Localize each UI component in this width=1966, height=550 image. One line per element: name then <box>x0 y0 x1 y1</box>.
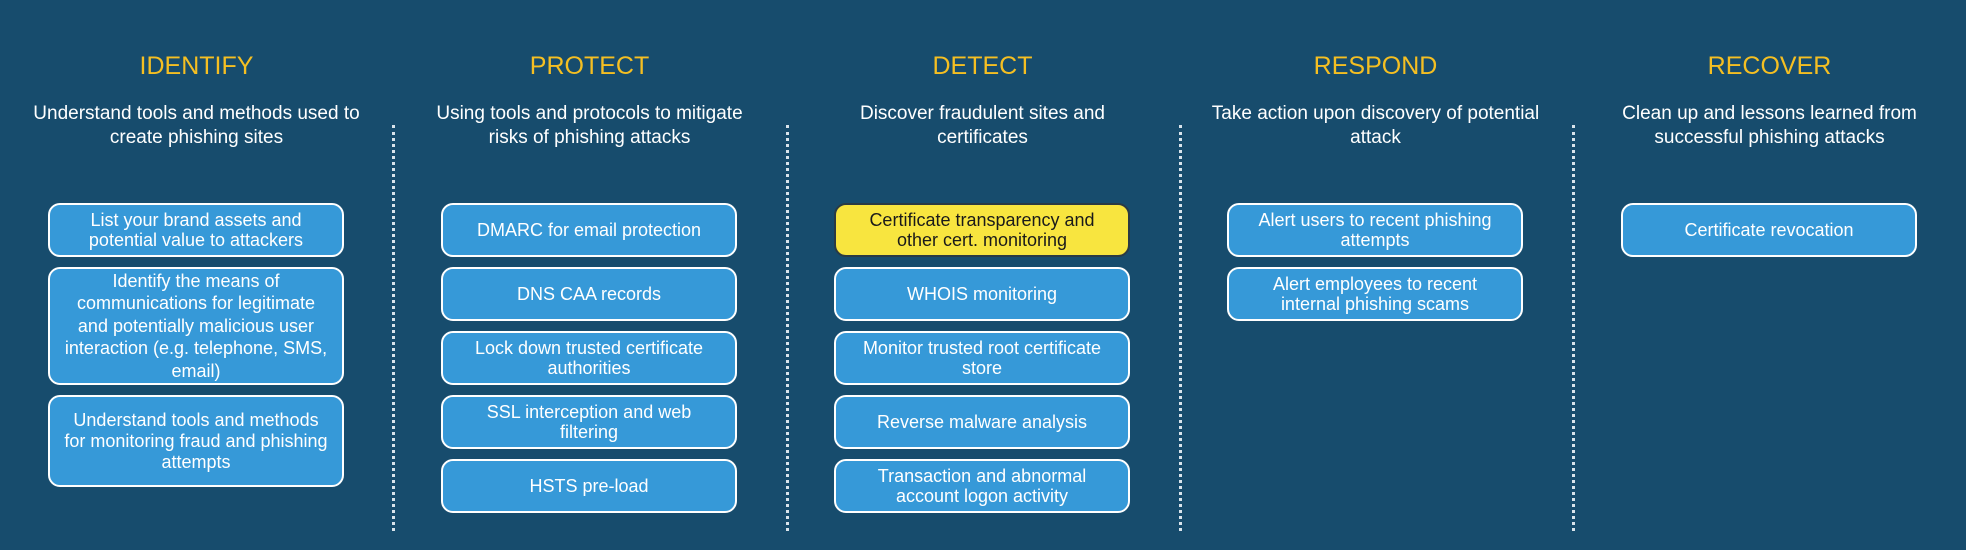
column-divider <box>1179 125 1182 531</box>
column-recover: RECOVER Clean up and lessons learned fro… <box>1573 0 1966 550</box>
item-box: Identify the means of communications for… <box>48 267 344 385</box>
item-list: Certificate transparency and other cert.… <box>834 203 1130 523</box>
item-box: Reverse malware analysis <box>834 395 1130 449</box>
item-box: SSL interception and web filtering <box>441 395 737 449</box>
column-title: PROTECT <box>529 52 650 80</box>
column-description: Discover fraudulent sites and certificat… <box>859 103 1105 148</box>
column-divider <box>1572 125 1575 531</box>
item-list: Alert users to recent phishing attempts … <box>1227 203 1523 331</box>
item-box: Alert employees to recent internal phish… <box>1227 267 1523 321</box>
column-divider <box>786 125 789 531</box>
column-detect: DETECT Discover fraudulent sites and cer… <box>786 0 1179 550</box>
column-identify: IDENTIFY Understand tools and methods us… <box>0 0 393 550</box>
column-description: Clean up and lessons learned from succes… <box>1622 103 1917 148</box>
item-box: HSTS pre-load <box>441 459 737 513</box>
item-box: Alert users to recent phishing attempts <box>1227 203 1523 257</box>
item-list: Certificate revocation <box>1621 203 1917 267</box>
item-box: DMARC for email protection <box>441 203 737 257</box>
item-list: List your brand assets and potential val… <box>48 203 344 497</box>
highlighted-item-box: Certificate transparency and other cert.… <box>834 203 1130 257</box>
item-box: List your brand assets and potential val… <box>48 203 344 257</box>
column-title: IDENTIFY <box>139 52 254 80</box>
column-title: DETECT <box>932 52 1033 80</box>
column-description: Understand tools and methods used to cre… <box>33 103 360 148</box>
column-title: RECOVER <box>1707 52 1832 80</box>
column-description: Take action upon discovery of potential … <box>1211 103 1540 148</box>
item-box: Understand tools and methods for monitor… <box>48 395 344 487</box>
column-description: Using tools and protocols to mitigate ri… <box>436 103 743 148</box>
item-box: WHOIS monitoring <box>834 267 1130 321</box>
item-box: Certificate revocation <box>1621 203 1917 257</box>
item-box: Monitor trusted root certificate store <box>834 331 1130 385</box>
item-box: Lock down trusted certificate authoritie… <box>441 331 737 385</box>
column-title: RESPOND <box>1313 52 1438 80</box>
item-box: DNS CAA records <box>441 267 737 321</box>
item-list: DMARC for email protection DNS CAA recor… <box>441 203 737 523</box>
column-divider <box>392 125 395 531</box>
column-protect: PROTECT Using tools and protocols to mit… <box>393 0 786 550</box>
column-respond: RESPOND Take action upon discovery of po… <box>1179 0 1572 550</box>
item-box: Transaction and abnormal account logon a… <box>834 459 1130 513</box>
